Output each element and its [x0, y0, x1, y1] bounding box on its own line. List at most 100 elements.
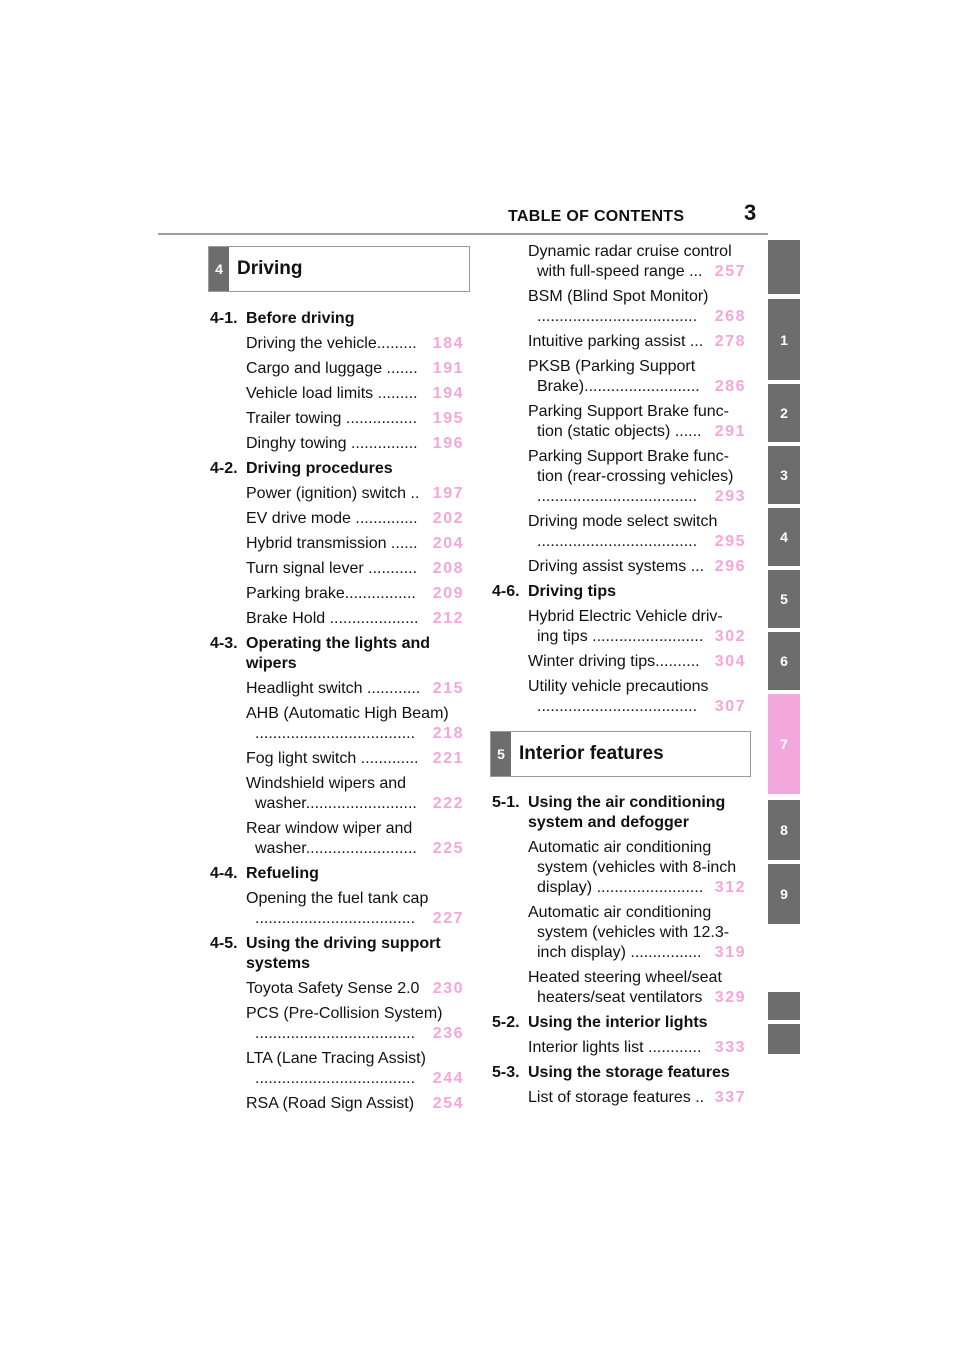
- toc-entry-text: EV drive mode ..............: [246, 510, 418, 527]
- side-tab-blank[interactable]: [768, 1024, 800, 1054]
- toc-entry[interactable]: Hybrid Electric Vehicle driv-ing tips ..…: [528, 607, 746, 647]
- page-link[interactable]: 295: [712, 532, 746, 552]
- page-link[interactable]: 312: [712, 878, 746, 898]
- toc-entry[interactable]: Hybrid transmission ...... 204: [246, 534, 464, 554]
- toc-entry[interactable]: Toyota Safety Sense 2.0 230: [246, 979, 464, 999]
- page-link[interactable]: 204: [430, 534, 464, 554]
- page-link[interactable]: 307: [712, 697, 746, 717]
- page-link[interactable]: 268: [712, 307, 746, 327]
- toc-entry[interactable]: Driving assist systems ...296: [528, 557, 746, 577]
- toc-entry[interactable]: Parking brake................ 209: [246, 584, 464, 604]
- toc-entry[interactable]: Trailer towing ................195: [246, 409, 464, 429]
- page-link[interactable]: 296: [712, 557, 746, 577]
- side-tab-5[interactable]: 5: [768, 570, 800, 628]
- page-link[interactable]: 254: [430, 1094, 464, 1114]
- page-link[interactable]: 244: [430, 1069, 464, 1089]
- subsection-title: Driving tips: [528, 583, 617, 600]
- toc-entry[interactable]: Utility vehicle precautions.............…: [528, 677, 746, 717]
- toc-entry[interactable]: Driving the vehicle.........184: [246, 334, 464, 354]
- side-tab-4[interactable]: 4: [768, 508, 800, 566]
- toc-entry[interactable]: Interior lights list ............333: [528, 1038, 746, 1058]
- toc-entry-text: Hybrid transmission ......: [246, 535, 418, 552]
- page-link[interactable]: 319: [712, 943, 746, 963]
- page-link[interactable]: 230: [430, 979, 464, 999]
- page-link[interactable]: 286: [712, 377, 746, 397]
- page-link[interactable]: 202: [430, 509, 464, 529]
- page-link[interactable]: 222: [430, 794, 464, 814]
- side-tab-7[interactable]: 7: [768, 694, 800, 794]
- page-link[interactable]: 184: [430, 334, 464, 354]
- toc-entry-text: PCS (Pre-Collision System): [246, 1005, 443, 1022]
- toc-entry-text: Winter driving tips..........: [528, 653, 700, 670]
- toc-entry[interactable]: Turn signal lever ...........208: [246, 559, 464, 579]
- page-link[interactable]: 191: [430, 359, 464, 379]
- toc-entry-text: Headlight switch ............: [246, 680, 421, 697]
- page-link[interactable]: 225: [430, 839, 464, 859]
- toc-entry[interactable]: BSM (Blind Spot Monitor)................…: [528, 287, 746, 327]
- page-link[interactable]: 194: [430, 384, 464, 404]
- page-link[interactable]: 227: [430, 909, 464, 929]
- page-link[interactable]: 197: [430, 484, 464, 504]
- toc-entry[interactable]: Winter driving tips.......... 304: [528, 652, 746, 672]
- toc-entry-text: Parking Support Brake func-: [528, 403, 729, 420]
- side-tab-9[interactable]: 9: [768, 864, 800, 924]
- toc-entry[interactable]: Parking Support Brake func-tion (static …: [528, 402, 746, 442]
- toc-entry[interactable]: Vehicle load limits .........194: [246, 384, 464, 404]
- toc-entry[interactable]: Dinghy towing ...............196: [246, 434, 464, 454]
- page-link[interactable]: 196: [430, 434, 464, 454]
- side-tab-2[interactable]: 2: [768, 384, 800, 442]
- page-link[interactable]: 195: [430, 409, 464, 429]
- toc-entry[interactable]: Cargo and luggage .......191: [246, 359, 464, 379]
- page-link[interactable]: 329: [712, 988, 746, 1008]
- page-link[interactable]: 302: [712, 627, 746, 647]
- side-tab-1[interactable]: 1: [768, 299, 800, 380]
- toc-entry[interactable]: List of storage features ..337: [528, 1088, 746, 1108]
- page-link[interactable]: 291: [712, 422, 746, 442]
- page-link[interactable]: 215: [430, 679, 464, 699]
- toc-entry-text: Power (ignition) switch ..: [246, 485, 420, 502]
- page-link[interactable]: 209: [430, 584, 464, 604]
- toc-entry[interactable]: LTA (Lane Tracing Assist)...............…: [246, 1049, 464, 1089]
- toc-entry[interactable]: EV drive mode .............. 202: [246, 509, 464, 529]
- side-tab-blank[interactable]: [768, 240, 800, 294]
- page-link[interactable]: 208: [430, 559, 464, 579]
- page-link[interactable]: 221: [430, 749, 464, 769]
- toc-entry-text: Toyota Safety Sense 2.0: [246, 980, 420, 997]
- page-link[interactable]: 278: [712, 332, 746, 352]
- page-link[interactable]: 236: [430, 1024, 464, 1044]
- toc-entry[interactable]: Driving mode select switch..............…: [528, 512, 746, 552]
- toc-entry[interactable]: Fog light switch .............221: [246, 749, 464, 769]
- toc-entry[interactable]: Parking Support Brake func-tion (rear-cr…: [528, 447, 746, 507]
- page-link[interactable]: 337: [712, 1088, 746, 1108]
- toc-entry-text: Hybrid Electric Vehicle driv-: [528, 608, 723, 625]
- toc-entry[interactable]: Brake Hold ....................212: [246, 609, 464, 629]
- page-link[interactable]: 257: [712, 262, 746, 282]
- toc-entry[interactable]: Intuitive parking assist ...278: [528, 332, 746, 352]
- toc-entry[interactable]: Headlight switch ............ 215: [246, 679, 464, 699]
- page-link[interactable]: 218: [430, 724, 464, 744]
- page-link[interactable]: 293: [712, 487, 746, 507]
- toc-entry[interactable]: Power (ignition) switch .. 197: [246, 484, 464, 504]
- toc-entry[interactable]: Opening the fuel tank cap...............…: [246, 889, 464, 929]
- toc-entry-text: Parking brake................: [246, 585, 416, 602]
- toc-entry-text: tion (rear-crossing vehicles): [537, 468, 734, 485]
- toc-entry[interactable]: RSA (Road Sign Assist)254: [246, 1094, 464, 1114]
- toc-entry[interactable]: PCS (Pre-Collision System)..............…: [246, 1004, 464, 1044]
- side-tab-blank[interactable]: [768, 992, 800, 1020]
- side-tab-3[interactable]: 3: [768, 446, 800, 504]
- toc-entry-text: ....................................: [255, 725, 416, 742]
- page-link[interactable]: 212: [430, 609, 464, 629]
- page-link[interactable]: 333: [712, 1038, 746, 1058]
- page-link[interactable]: 304: [712, 652, 746, 672]
- toc-entry-text: Automatic air conditioning: [528, 904, 712, 921]
- side-tab-6[interactable]: 6: [768, 632, 800, 690]
- toc-entry[interactable]: AHB (Automatic High Beam)...............…: [246, 704, 464, 744]
- side-tab-8[interactable]: 8: [768, 800, 800, 860]
